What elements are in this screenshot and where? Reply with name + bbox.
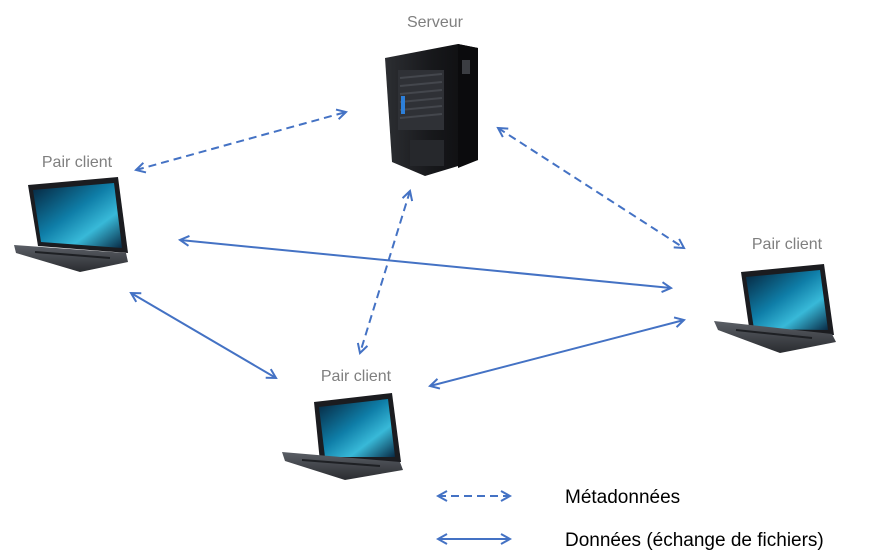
legend: Métadonnées Données (échange de fichiers… (438, 487, 824, 551)
server-label: Serveur (407, 14, 464, 31)
data-arrow-left-bottom (131, 293, 276, 378)
client-bottom-label: Pair client (321, 368, 392, 385)
metadata-arrow-server-left (136, 112, 346, 170)
client-left-label: Pair client (42, 154, 113, 171)
metadata-arrow-server-right (498, 128, 684, 248)
data-arrow-left-right (180, 240, 671, 288)
laptop-right-icon (714, 264, 836, 353)
laptop-bottom-icon (282, 393, 403, 480)
metadata-arrow-server-bottom (360, 191, 410, 353)
laptop-left-icon (14, 177, 128, 272)
client-right-label: Pair client (752, 236, 823, 253)
legend-data-label: Données (échange de fichiers) (565, 530, 824, 551)
legend-metadata-label: Métadonnées (565, 487, 680, 508)
server-icon (385, 44, 478, 176)
data-arrow-bottom-right (430, 320, 684, 386)
